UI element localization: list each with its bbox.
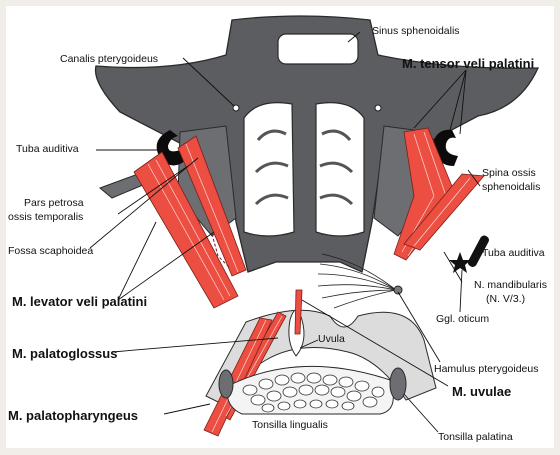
label-pars-petrosa: Pars petrosa	[24, 197, 84, 209]
diagram-panel: Sinus sphenoidalis Canalis pterygoideus …	[6, 6, 554, 448]
label-sinus-sphenoidalis: Sinus sphenoidalis	[372, 25, 460, 37]
label-n-mandibularis: N. mandibularis	[474, 279, 547, 291]
tonsilla-palatina-left-shape	[219, 370, 233, 398]
label-m-palatopharyngeus: M. palatopharyngeus	[8, 408, 138, 423]
choana-right	[316, 103, 364, 236]
tonsilla-palatina-shape	[390, 368, 406, 400]
label-canalis-pterygoideus: Canalis pterygoideus	[60, 53, 158, 65]
label-tuba-auditiva-left: Tuba auditiva	[16, 143, 79, 155]
label-ossis-temporalis: ossis temporalis	[8, 211, 83, 223]
label-ggl-oticum: Ggl. oticum	[436, 313, 489, 325]
canalis-pterygoideus-right	[375, 105, 381, 111]
label-m-levator-veli-palatini: M. levator veli palatini	[12, 294, 147, 309]
label-spina-ossis: Spina ossis	[482, 167, 536, 179]
sinus-sphenoidalis	[278, 34, 358, 64]
label-m-uvulae: M. uvulae	[452, 384, 511, 399]
label-m-palatoglossus: M. palatoglossus	[12, 346, 117, 361]
label-tuba-auditiva-right: Tuba auditiva	[482, 247, 545, 259]
label-m-tensor-veli-palatini: M. tensor veli palatini	[402, 56, 534, 71]
label-n-v3: (N. V/3.)	[486, 293, 525, 305]
label-tonsilla-lingualis: Tonsilla lingualis	[252, 419, 328, 431]
label-hamulus-pterygoideus: Hamulus pterygoideus	[434, 363, 538, 375]
label-fossa-scaphoidea: Fossa scaphoidea	[8, 245, 93, 257]
choana-left	[244, 103, 294, 236]
label-sphenoidalis: sphenoidalis	[482, 181, 540, 193]
anatomy-diagram: Sinus sphenoidalis Canalis pterygoideus …	[6, 6, 554, 448]
label-uvula: Uvula	[318, 333, 345, 345]
ggl-oticum-star	[449, 252, 471, 273]
label-tonsilla-palatina: Tonsilla palatina	[438, 431, 513, 443]
